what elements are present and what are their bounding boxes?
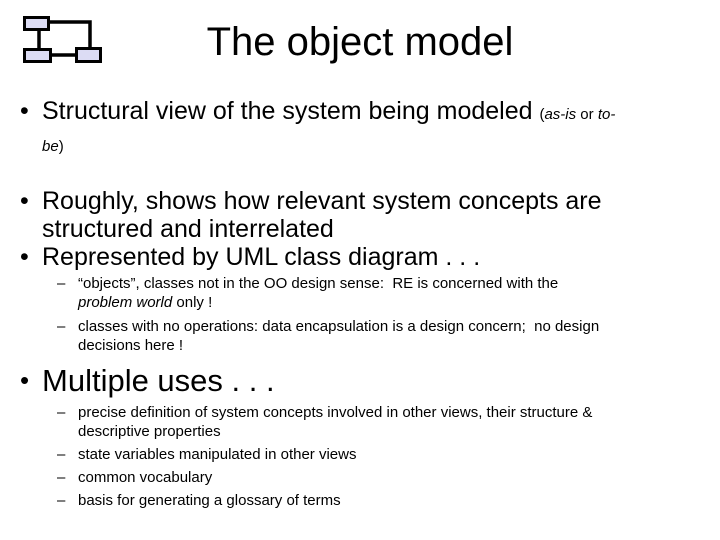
- bullet-icon: •: [20, 365, 30, 395]
- dash-icon: –: [57, 275, 66, 292]
- subbullet-state-variables: – state variables manipulated in other v…: [57, 445, 715, 464]
- class-diagram-icon: [23, 16, 102, 63]
- bullet-main-text: Structural view of the system being mode…: [42, 97, 540, 125]
- subbullet-line: classes with no operations: data encapsu…: [78, 318, 600, 335]
- to-text: to-: [597, 106, 616, 123]
- subbullet-line: “objects”, classes not in the OO design …: [78, 275, 559, 292]
- bullet-text: Represented by UML class diagram . . .: [42, 243, 480, 271]
- bullet-icon: •: [20, 97, 29, 125]
- only-text: only !: [172, 294, 213, 311]
- page-title: The object model: [206, 20, 514, 64]
- bullet-structural-view: • Structural view of the system being mo…: [20, 97, 715, 161]
- bullet-line: Multiple uses . . .: [42, 363, 275, 398]
- as-is-text: as-is: [544, 106, 577, 123]
- or-text: or: [576, 106, 598, 123]
- subbullet-precise-definition: – precise definition of system concepts …: [57, 403, 715, 441]
- bullet-text: Multiple uses . . .: [42, 364, 275, 397]
- paren-close: ): [58, 138, 64, 155]
- subbullet-line: decisions here !: [78, 337, 184, 354]
- subbullet-text: state variables manipulated in other vie…: [78, 445, 356, 464]
- bullet-icon: •: [20, 187, 29, 215]
- subbullet-line: state variables manipulated in other vie…: [78, 446, 357, 463]
- subbullet-line: precise definition of system concepts in…: [78, 404, 593, 421]
- subbullet-objects-classes: – “objects”, classes not in the OO desig…: [57, 274, 715, 312]
- bullet-represented-by-uml: • Represented by UML class diagram . . .: [20, 243, 715, 271]
- bullet-line: Structural view of the system being mode…: [42, 97, 615, 129]
- dash-icon: –: [57, 404, 66, 421]
- dash-icon: –: [57, 492, 66, 509]
- subbullet-line: basis for generating a glossary of terms: [78, 492, 341, 509]
- bullet-line: Roughly, shows how relevant system conce…: [42, 187, 602, 215]
- bullet-icon: •: [20, 243, 29, 271]
- subbullet-line: common vocabulary: [78, 469, 213, 486]
- dash-icon: –: [57, 469, 66, 486]
- bullet-multiple-uses: • Multiple uses . . .: [20, 364, 715, 397]
- be-text: be: [42, 138, 59, 155]
- subbullet-text: precise definition of system concepts in…: [78, 403, 592, 441]
- paren-open: (: [539, 106, 545, 123]
- subbullet-glossary-basis: – basis for generating a glossary of ter…: [57, 491, 715, 510]
- subbullet-classes-no-operations: – classes with no operations: data encap…: [57, 317, 715, 355]
- subbullet-text: classes with no operations: data encapsu…: [78, 317, 599, 355]
- subbullet-line: problem world only !: [78, 293, 558, 312]
- subbullet-text: common vocabulary: [78, 468, 212, 487]
- bullet-text: Roughly, shows how relevant system conce…: [42, 187, 602, 243]
- bullet-line: Represented by UML class diagram . . .: [42, 243, 481, 271]
- problem-world-text: problem world: [78, 294, 173, 311]
- subbullet-text: basis for generating a glossary of terms: [78, 491, 341, 510]
- dash-icon: –: [57, 318, 66, 335]
- subbullet-line: descriptive properties: [78, 423, 221, 440]
- slide-body: • Structural view of the system being mo…: [20, 97, 715, 510]
- dash-icon: –: [57, 446, 66, 463]
- subbullet-common-vocabulary: – common vocabulary: [57, 468, 715, 487]
- bullet-line: be): [42, 129, 615, 161]
- bullet-line: structured and interrelated: [42, 215, 334, 243]
- bullet-text: Structural view of the system being mode…: [42, 97, 615, 161]
- subbullet-text: “objects”, classes not in the OO design …: [78, 274, 558, 312]
- bullet-roughly-shows: • Roughly, shows how relevant system con…: [20, 187, 715, 243]
